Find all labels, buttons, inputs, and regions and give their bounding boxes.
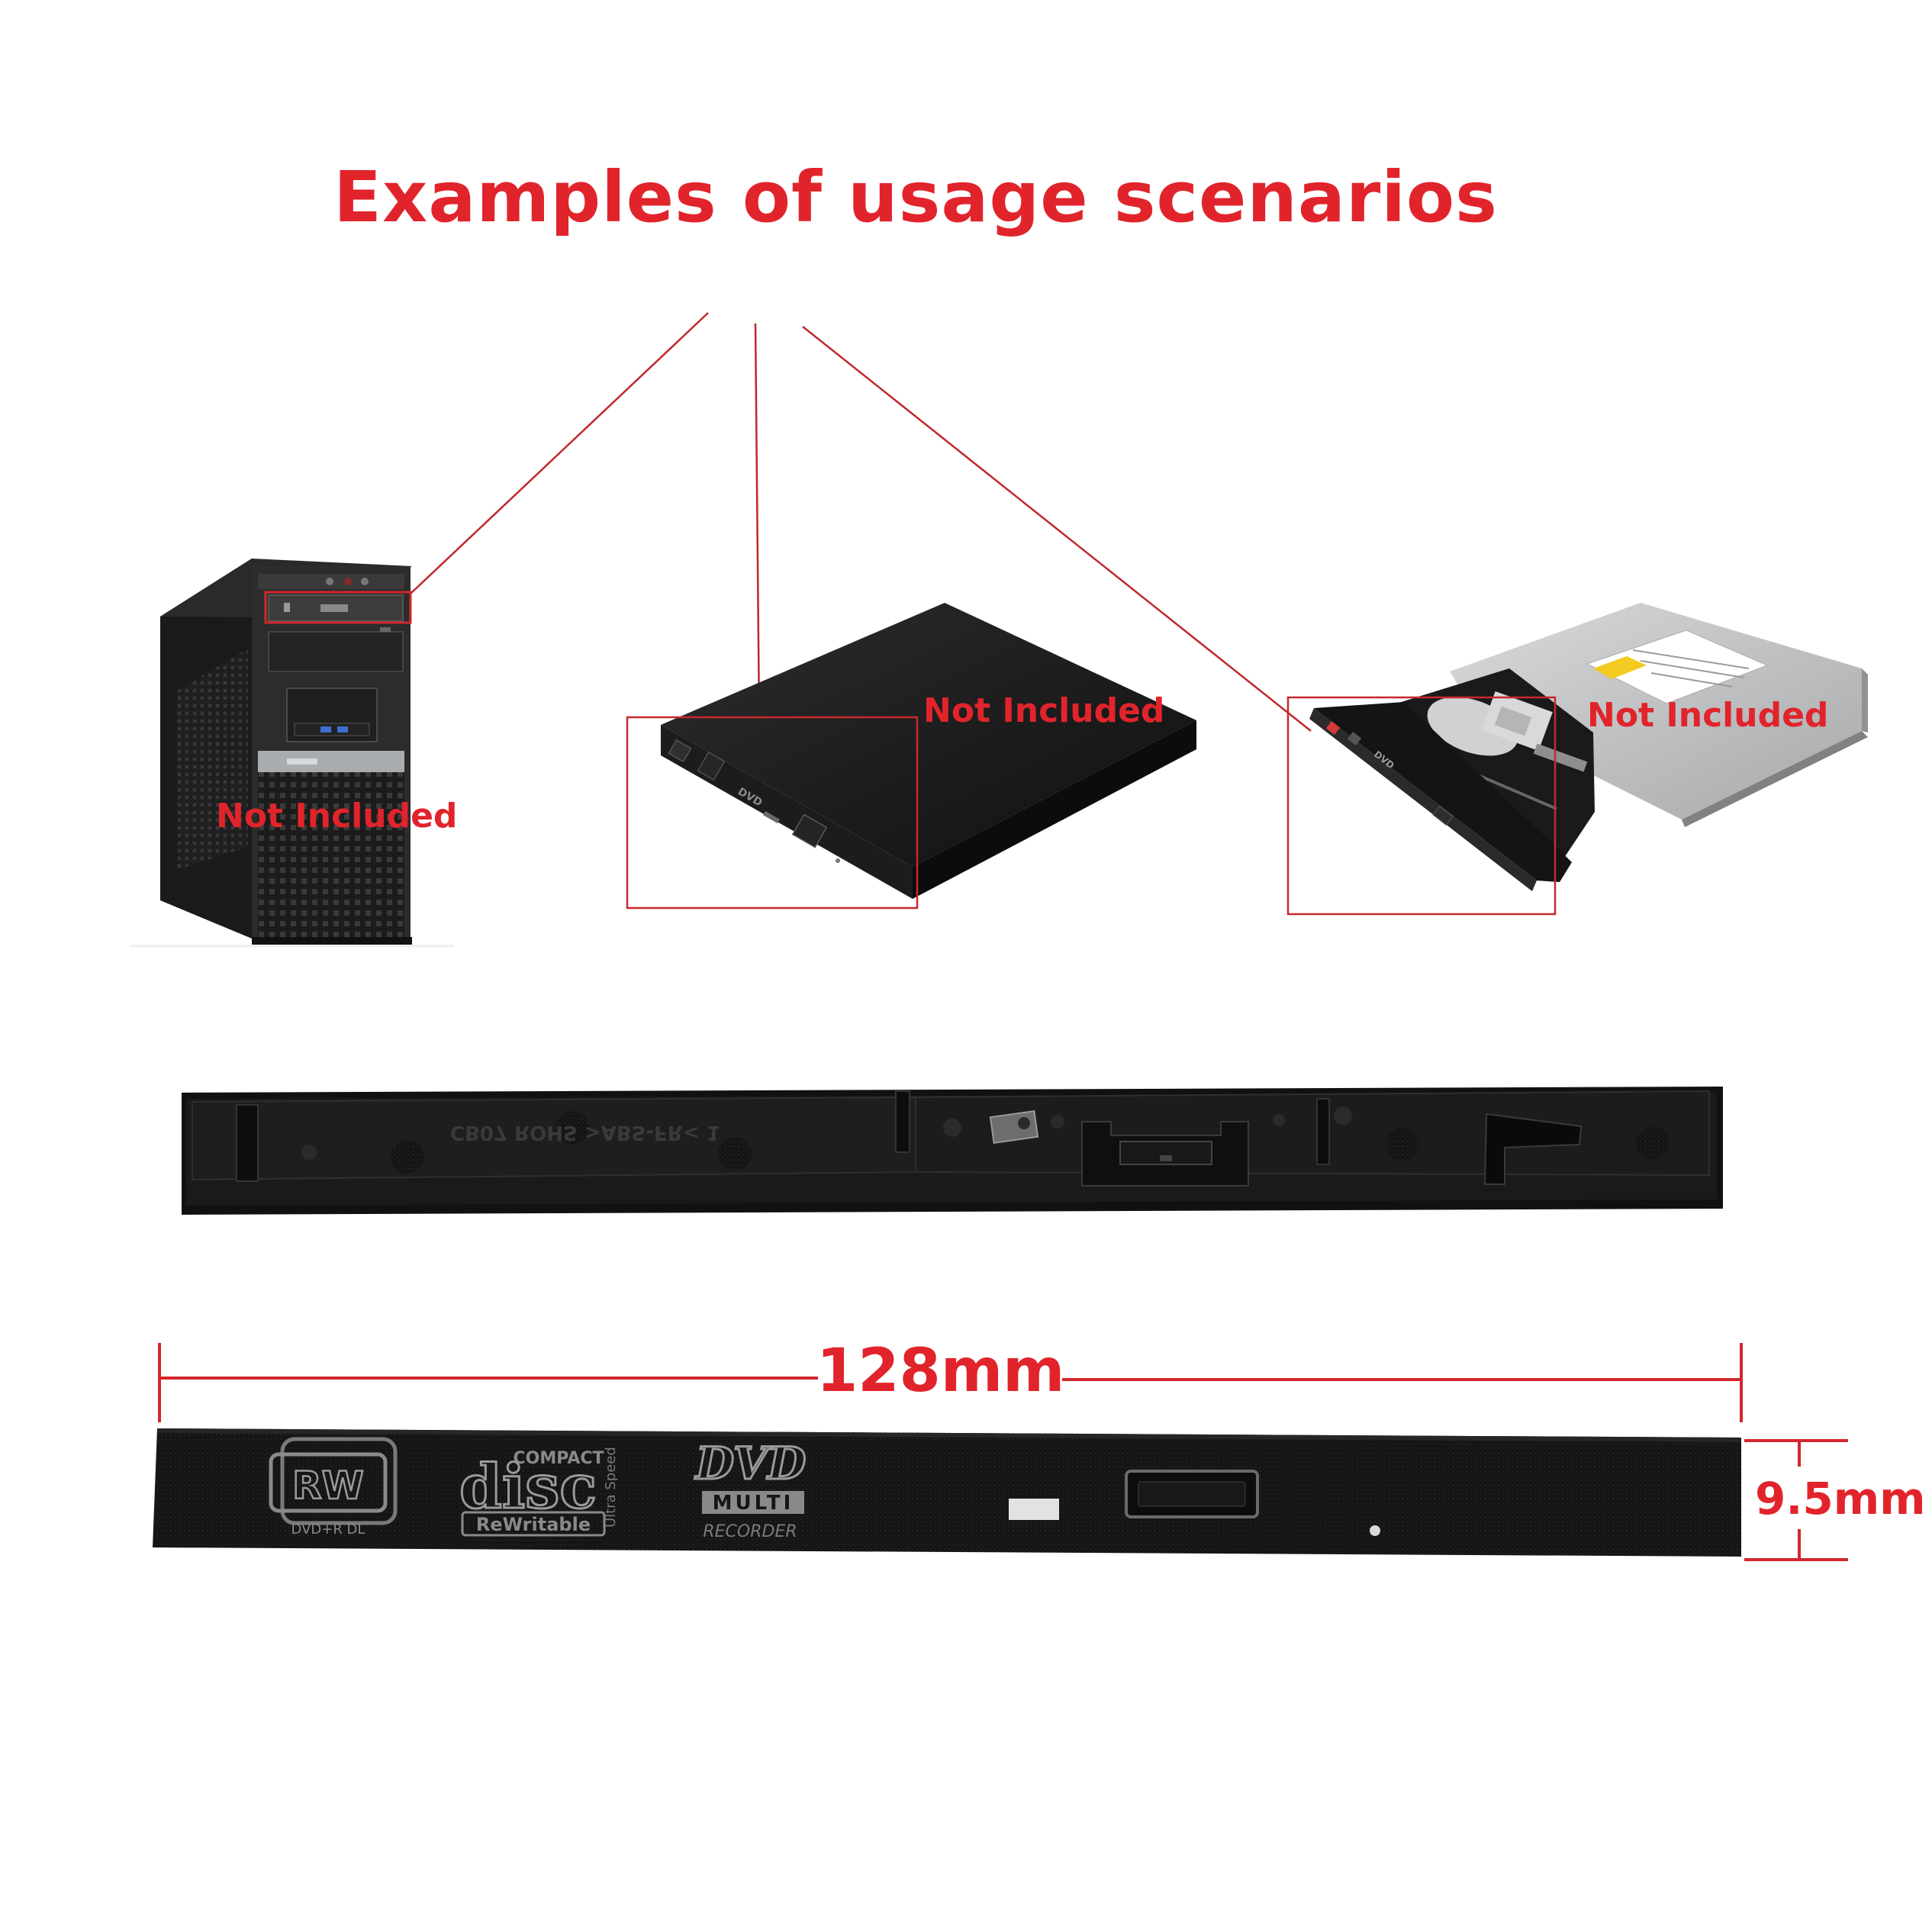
disc-logo-ultra-speed: Ultra Speed: [603, 1447, 619, 1528]
dvd-logo-multi: MULTI: [713, 1492, 794, 1515]
external-enclosure-image: DVD: [626, 603, 1196, 910]
callout-line-internal: [802, 326, 1312, 732]
dvd-logo-recorder: RECORDER: [703, 1522, 797, 1541]
bezel-back-image: CB07 ROHS >ABS-FR< 1: [182, 1087, 1723, 1215]
not-included-label-external: Not Included: [923, 691, 1165, 730]
dimension-height: [1744, 1439, 1848, 1561]
disc-logo-compact: COMPACT: [513, 1449, 604, 1468]
not-included-label-internal: Not Included: [1587, 696, 1829, 735]
height-dimension-label: 9.5mm: [1755, 1473, 1926, 1525]
led-window: [1009, 1499, 1059, 1520]
desktop-tower-image: [130, 559, 454, 948]
bezel-molded-text: CB07 ROHS >ABS-FR< 1: [450, 1121, 720, 1144]
dvd-logo-main: DVD: [694, 1438, 807, 1489]
rw-logo-text: RW: [292, 1463, 364, 1508]
internal-slim-drive-image: DVD: [1286, 603, 1868, 916]
width-dimension-label: 128mm: [816, 1337, 1065, 1406]
disc-logo-rewritable: ReWritable: [476, 1514, 591, 1535]
bezel-front-image: RW DVD+R DL COMPACT disc ReWritable Ultr…: [153, 1428, 1741, 1557]
desktop-dvd-highlight: [264, 591, 412, 624]
callout-line-desktop: [410, 312, 709, 594]
emergency-eject-hole: [1370, 1525, 1380, 1536]
disc-logo-main: disc: [459, 1451, 597, 1522]
internal-highlight: [1286, 696, 1557, 916]
rw-logo-subtext: DVD+R DL: [291, 1521, 365, 1538]
dimension-width: [158, 1343, 1743, 1422]
external-highlight: [626, 716, 919, 910]
page-title: Examples of usage scenarios: [333, 156, 1498, 238]
not-included-label-desktop: Not Included: [216, 797, 458, 836]
